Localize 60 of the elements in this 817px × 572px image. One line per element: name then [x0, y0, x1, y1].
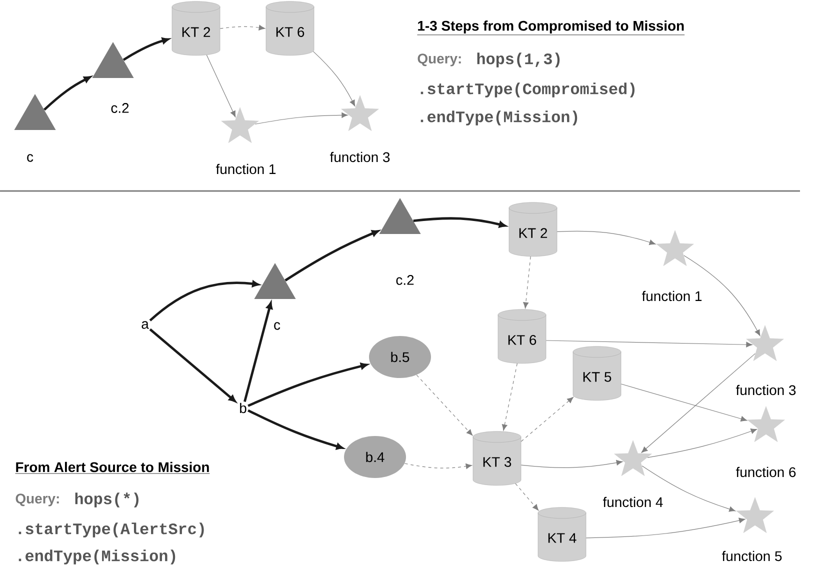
arrow	[647, 428, 758, 458]
arrow	[248, 409, 344, 450]
node-label: c.2	[396, 275, 414, 285]
query-code: .startType(AlertSrc)	[18, 522, 204, 538]
arrow	[523, 256, 531, 308]
cylinder-node: KT 4	[538, 507, 586, 562]
node-label: function 3	[736, 384, 796, 396]
query-code: .endType(Mission)	[18, 550, 176, 564]
arrow	[546, 340, 752, 348]
ellipse-node: b.5	[369, 336, 431, 378]
arrow	[520, 396, 574, 442]
arrow	[244, 302, 273, 402]
arrow	[149, 328, 236, 402]
section-title: 1-3 Steps from Compromised to Mission	[417, 20, 685, 36]
node-label: function 4	[602, 496, 663, 508]
cylinder-node: KT 6	[498, 309, 546, 364]
node-label: function 6	[736, 466, 796, 478]
query-label: Query:	[418, 54, 461, 66]
cylinder-node: KT 2	[508, 202, 558, 257]
query-code: hops(1,3)	[477, 52, 560, 68]
arrow	[248, 362, 368, 407]
arrow	[556, 230, 656, 245]
arrow	[312, 51, 356, 106]
arrow	[684, 255, 760, 336]
arrow	[586, 518, 746, 538]
arrow	[642, 466, 736, 512]
node-label: function 5	[722, 550, 782, 562]
query-code: hops(*)	[75, 492, 138, 508]
arrow	[515, 483, 539, 511]
arrow	[413, 217, 506, 228]
cylinder-node: KT 3	[472, 431, 522, 486]
node-label: c.2	[111, 103, 129, 113]
section-title: From Alert Source to Mission	[15, 462, 210, 474]
arrow	[620, 384, 748, 422]
node-label: function 1	[216, 164, 276, 174]
cylinder-node: KT 2	[172, 1, 220, 56]
arrow	[641, 353, 756, 453]
cylinder-node: KT 6	[266, 1, 314, 56]
arrow	[404, 463, 472, 469]
arrow	[416, 374, 473, 436]
arrow	[254, 112, 348, 124]
query-code: .startType(Compromised)	[420, 82, 634, 98]
query-code: .endType(Mission)	[420, 110, 578, 126]
node-label: function 1	[642, 290, 702, 302]
arrow	[206, 54, 236, 118]
ellipse-node: b.4	[344, 436, 406, 478]
arrow	[502, 363, 518, 431]
node-label: c	[27, 154, 34, 162]
arrow	[520, 460, 623, 468]
node-text: b	[240, 402, 246, 414]
arrow	[122, 38, 170, 61]
arrow	[149, 280, 260, 322]
query-label: Query:	[16, 494, 59, 506]
node-text: a	[142, 321, 149, 329]
arrow	[284, 230, 379, 282]
node-label: c	[274, 322, 280, 330]
node-label: function 3	[330, 152, 390, 162]
arrow	[44, 76, 92, 111]
cylinder-node: KT 5	[572, 346, 622, 401]
arrow	[220, 24, 266, 30]
